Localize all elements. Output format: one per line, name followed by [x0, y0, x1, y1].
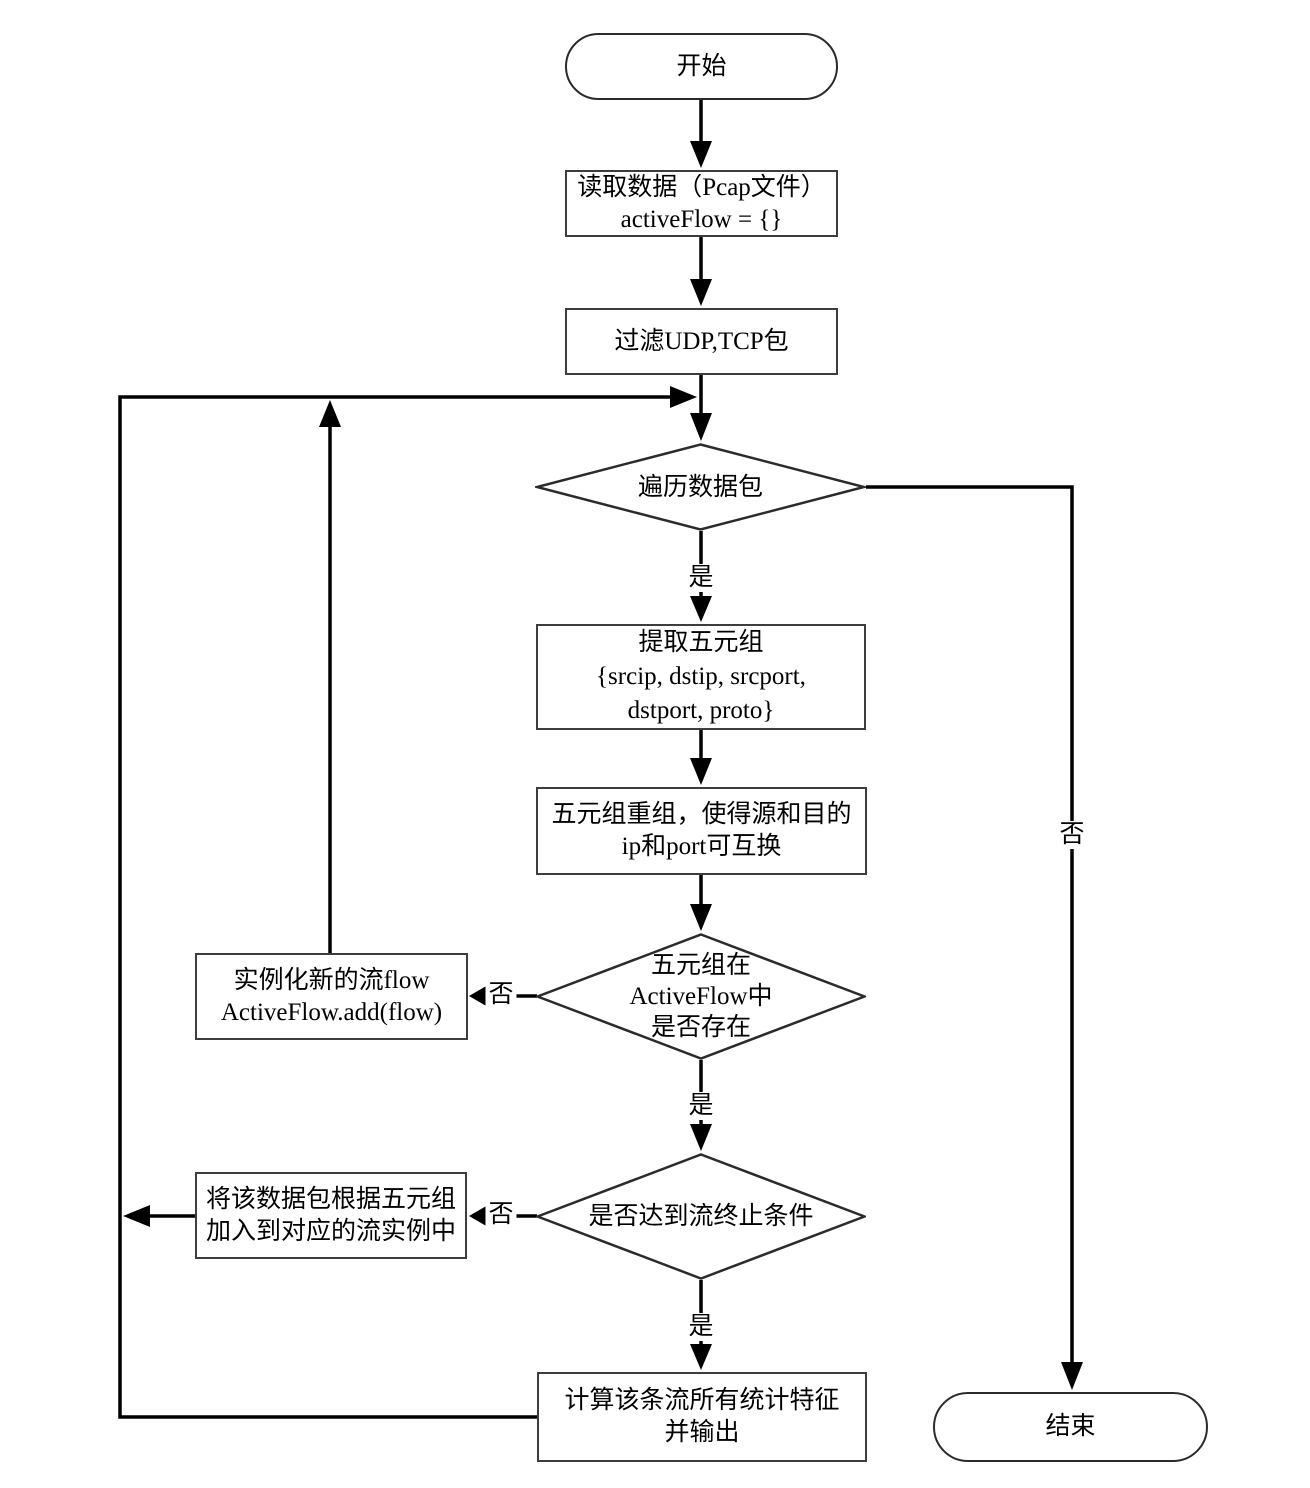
- arrowhead-into-end: [1061, 1362, 1083, 1390]
- extract-tuple-node: 提取五元组 {srcip, dstip, srcport, dstport, p…: [536, 624, 866, 730]
- tuple-exists-decision: 五元组在 ActiveFlow中 是否存在: [536, 933, 866, 1060]
- regroup-tuple-line-2: ip和port可互换: [621, 833, 782, 860]
- regroup-tuple-line-1: 五元组重组，使得源和目的: [551, 801, 852, 828]
- regroup-tuple-node: 五元组重组，使得源和目的 ip和port可互换: [536, 787, 867, 875]
- arrowhead-start-read: [690, 141, 712, 168]
- edge-label-exists-no: 否: [485, 981, 517, 1009]
- diamond-outline: [536, 933, 866, 1060]
- read-data-line-2: activeFlow = {}: [620, 205, 783, 233]
- iterate-packets-decision: 遍历数据包: [535, 443, 866, 531]
- edge-iterate-no-to-end: [866, 485, 1074, 1362]
- tuple-exists-line-3: 是否存在: [650, 1014, 751, 1041]
- edge-label-terminate-yes: 是: [685, 1313, 717, 1341]
- end-node: 结束: [933, 1392, 1208, 1462]
- filter-packets-label: 过滤UDP,TCP包: [614, 327, 789, 355]
- end-label: 结束: [1045, 1413, 1096, 1440]
- arrowhead-terminate-yes: [690, 1344, 712, 1370]
- diamond-outline: [536, 1153, 866, 1280]
- arrowhead-extract-regroup: [690, 758, 712, 785]
- append-packet-line-2: 加入到对应的流实例中: [205, 1217, 456, 1245]
- read-data-node: 读取数据（Pcap文件） activeFlow = {}: [565, 170, 838, 237]
- filter-packets-node: 过滤UDP,TCP包: [565, 308, 838, 375]
- iterate-packets-label: 遍历数据包: [637, 473, 763, 501]
- arrowhead-append-loop: [123, 1205, 150, 1227]
- append-packet-node: 将该数据包根据五元组 加入到对应的流实例中: [195, 1172, 467, 1259]
- start-node: 开始: [565, 33, 838, 100]
- arrowhead-iterate-yes: [690, 596, 712, 622]
- compute-features-line-1: 计算该条流所有统计特征: [564, 1387, 840, 1414]
- new-flow-line-1: 实例化新的流flow: [233, 966, 430, 994]
- arrowhead-regroup-exists: [690, 904, 712, 931]
- edge-label-terminate-no: 否: [485, 1201, 517, 1229]
- diamond-outline: [535, 443, 866, 531]
- extract-tuple-line-3: dstport, proto}: [627, 697, 775, 724]
- arrowhead-read-filter: [690, 279, 712, 306]
- arrowhead-junction-right: [670, 386, 697, 408]
- append-packet-line-1: 将该数据包根据五元组: [205, 1185, 456, 1213]
- new-flow-line-2: ActiveFlow.add(flow): [220, 998, 443, 1026]
- arrowhead-filter-iterate: [690, 413, 712, 441]
- flow-terminated-label: 是否达到流终止条件: [588, 1203, 814, 1230]
- new-flow-node: 实例化新的流flow ActiveFlow.add(flow): [195, 953, 468, 1040]
- arrowhead-newflow-up: [319, 400, 341, 427]
- start-label: 开始: [676, 52, 727, 80]
- flow-terminated-decision: 是否达到流终止条件: [536, 1153, 866, 1280]
- read-data-line-1: 读取数据（Pcap文件）: [577, 173, 826, 201]
- edge-label-iterate-yes: 是: [685, 564, 717, 592]
- compute-features-line-2: 并输出: [664, 1419, 740, 1446]
- tuple-exists-line-2: ActiveFlow中: [629, 983, 773, 1010]
- tuple-exists-line-1: 五元组在: [650, 952, 751, 979]
- edge-label-iterate-no: 否: [1056, 821, 1088, 849]
- extract-tuple-line-2: {srcip, dstip, srcport,: [596, 663, 806, 690]
- extract-tuple-line-1: 提取五元组: [638, 629, 764, 656]
- compute-features-node: 计算该条流所有统计特征 并输出: [537, 1372, 867, 1462]
- tuple-exists-label: 五元组在 ActiveFlow中 是否存在: [629, 950, 772, 1043]
- edge-label-exists-yes: 是: [685, 1092, 717, 1120]
- arrowhead-exists-yes: [690, 1124, 712, 1151]
